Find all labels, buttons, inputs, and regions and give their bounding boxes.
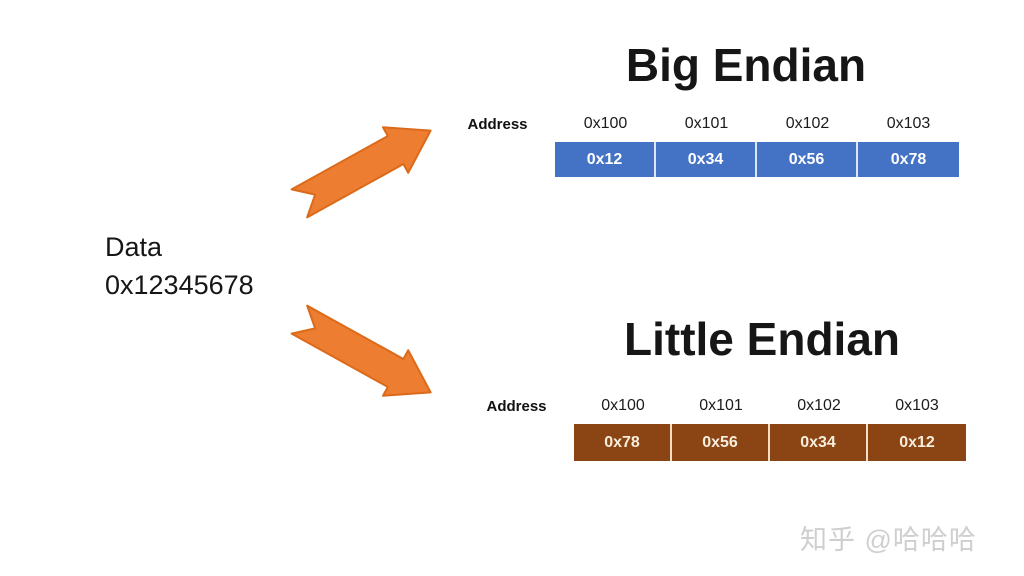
arrow-to-little-endian-icon: [287, 297, 443, 415]
arrow-to-big-endian-icon: [287, 108, 443, 226]
data-label: Data: [105, 232, 163, 262]
little-endian-byte-row: 0x78 0x56 0x34 0x12: [574, 424, 966, 461]
byte-cell: 0x78: [574, 424, 672, 461]
address-value: 0x101: [684, 115, 729, 132]
byte-cell: 0x34: [770, 424, 868, 461]
block-arrow-shape: [290, 126, 432, 219]
little-endian-address-row: Address 0x100 0x101 0x102 0x103: [459, 394, 966, 418]
data-block: Data 0x12345678: [105, 228, 254, 304]
address-value: 0x100: [583, 115, 628, 132]
byte-cell: 0x56: [672, 424, 770, 461]
big-endian-byte-row: 0x12 0x34 0x56 0x78: [555, 142, 959, 177]
big-endian-title: Big Endian: [625, 39, 867, 91]
byte-cell: 0x12: [555, 142, 656, 177]
address-label: Address: [467, 115, 528, 133]
address-value: 0x102: [797, 397, 841, 414]
big-endian-table: Address 0x100 0x101 0x102 0x103 0x12 0x3…: [440, 112, 959, 177]
zhihu-watermark: 知乎 @哈哈哈: [800, 525, 977, 555]
address-value: 0x103: [886, 115, 931, 132]
address-label: Address: [486, 397, 547, 415]
address-value: 0x103: [895, 397, 939, 414]
address-value: 0x102: [785, 115, 830, 132]
byte-cell: 0x34: [656, 142, 757, 177]
address-value: 0x100: [601, 397, 645, 414]
big-endian-address-row: Address 0x100 0x101 0x102 0x103: [440, 112, 959, 136]
little-endian-table: Address 0x100 0x101 0x102 0x103 0x78 0x5…: [459, 394, 966, 461]
data-value: 0x12345678: [105, 270, 254, 300]
byte-cell: 0x12: [868, 424, 966, 461]
byte-cell: 0x56: [757, 142, 858, 177]
byte-cell: 0x78: [858, 142, 959, 177]
block-arrow-shape: [290, 304, 432, 397]
little-endian-title: Little Endian: [624, 313, 900, 365]
address-value: 0x101: [699, 397, 743, 414]
